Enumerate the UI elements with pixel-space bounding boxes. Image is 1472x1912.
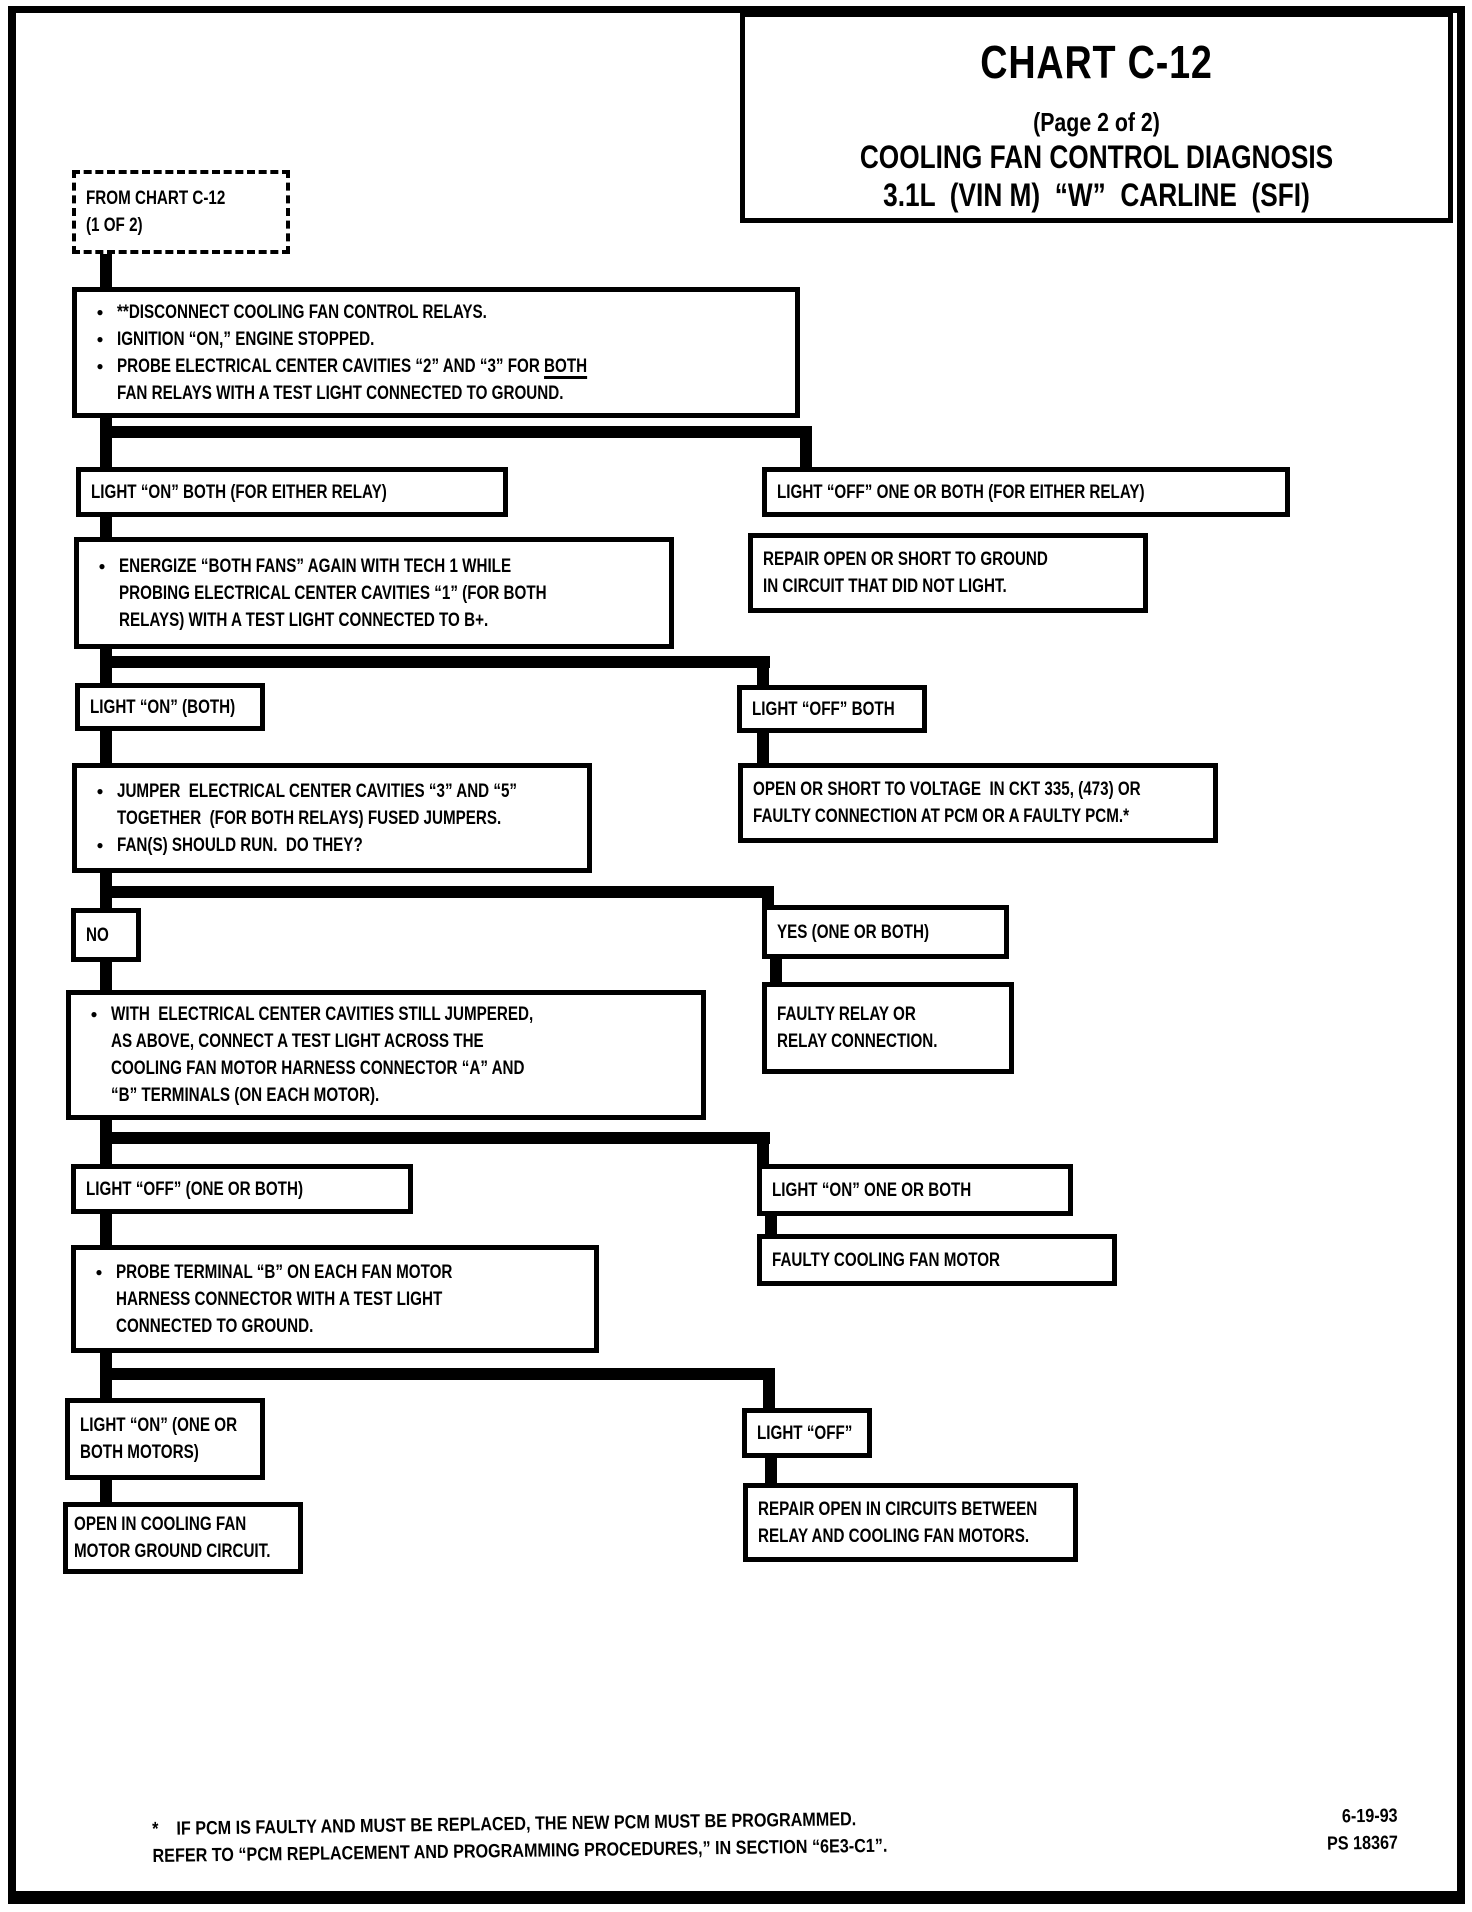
decision-no: NO: [71, 908, 141, 962]
connector-line: [800, 426, 812, 471]
connector-line: [100, 958, 112, 994]
result-open-in-ground-circuit: OPEN IN COOLING FAN MOTOR GROUND CIRCUIT…: [63, 1502, 303, 1574]
date-stamp: 6-19-93: [1341, 1805, 1398, 1828]
instruction-item: PROBE ELECTRICAL CENTER CAVITIES “2” AND…: [83, 353, 785, 407]
connector-line: [100, 250, 112, 290]
decision-light-on-one-or-both: LIGHT “ON” ONE OR BOTH: [757, 1164, 1073, 1216]
page-border: [8, 6, 1465, 1904]
document-number: PS 18367: [1326, 1832, 1398, 1855]
decision-light-off-one-or-both-relays: LIGHT “OFF” ONE OR BOTH (FOR EITHER RELA…: [762, 467, 1290, 517]
action-probe-terminal-b: PROBE TERMINAL “B” ON EACH FAN MOTOR HAR…: [71, 1245, 599, 1353]
connector-line: [765, 1212, 777, 1238]
decision-yes-one-or-both: YES (ONE OR BOTH): [762, 905, 1009, 959]
instruction-item: IGNITION “ON,” ENGINE STOPPED.: [83, 326, 785, 353]
from-chart-node: FROM CHART C-12 (1 OF 2): [72, 170, 290, 254]
instruction-item: JUMPER ELECTRICAL CENTER CAVITIES “3” AN…: [83, 778, 577, 832]
chart-subtitle: COOLING FAN CONTROL DIAGNOSIS: [859, 139, 1334, 175]
start-instructions-box: **DISCONNECT COOLING FAN CONTROL RELAYS.…: [72, 287, 800, 418]
instruction-item: PROBE TERMINAL “B” ON EACH FAN MOTOR HAR…: [82, 1259, 584, 1340]
decision-light-on-both-relays: LIGHT “ON” BOTH (FOR EITHER RELAY): [76, 467, 508, 517]
connector-line: [100, 1368, 770, 1380]
connector-line: [763, 1368, 775, 1412]
instruction-item: WITH ELECTRICAL CENTER CAVITIES STILL JU…: [77, 1001, 691, 1109]
action-energize-both-fans: ENERGIZE “BOTH FANS” AGAIN WITH TECH 1 W…: [74, 537, 674, 649]
connector-line: [100, 426, 812, 438]
title-box: CHART C-12 (Page 2 of 2) COOLING FAN CON…: [740, 12, 1453, 223]
instruction-item: FAN(S) SHOULD RUN. DO THEY?: [83, 832, 577, 859]
connector-line: [100, 656, 770, 668]
instruction-item: **DISCONNECT COOLING FAN CONTROL RELAYS.: [83, 299, 785, 326]
chart-engine-line: 3.1L (VIN M) “W” CARLINE (SFI): [883, 177, 1310, 213]
connector-line: [757, 729, 769, 767]
result-faulty-relay-or-connection: FAULTY RELAY OR RELAY CONNECTION.: [762, 982, 1014, 1074]
connector-line: [100, 727, 112, 767]
underlined-word: BOTH: [544, 355, 588, 377]
footnote-reference: 6-19-93 PS 18367: [1313, 1803, 1397, 1858]
result-faulty-cooling-fan-motor: FAULTY COOLING FAN MOTOR: [757, 1234, 1117, 1286]
decision-light-off-one-or-both: LIGHT “OFF” (ONE OR BOTH): [71, 1164, 413, 1214]
connector-line: [765, 1454, 777, 1487]
connector-line: [770, 955, 782, 986]
connector-line: [100, 415, 112, 471]
action-connect-test-light-across-motor: WITH ELECTRICAL CENTER CAVITIES STILL JU…: [66, 990, 706, 1120]
connector-line: [100, 1132, 770, 1144]
instruction-item: ENERGIZE “BOTH FANS” AGAIN WITH TECH 1 W…: [85, 553, 659, 634]
decision-light-off: LIGHT “OFF”: [742, 1408, 872, 1458]
connector-line: [757, 1132, 769, 1168]
chart-page-number: (Page 2 of 2): [1033, 107, 1160, 137]
footnote-text: * IF PCM IS FAULTY AND MUST BE REPLACED,…: [152, 1809, 888, 1867]
decision-light-off-both: LIGHT “OFF” BOTH: [737, 685, 927, 733]
connector-line: [762, 886, 774, 910]
decision-light-on-one-or-both-motors: LIGHT “ON” (ONE OR BOTH MOTORS): [65, 1398, 265, 1480]
connector-line: [100, 886, 770, 898]
connector-line: [757, 656, 769, 689]
connector-line: [100, 1210, 112, 1249]
connector-line: [100, 513, 112, 541]
from-chart-text: FROM CHART C-12 (1 OF 2): [86, 188, 226, 236]
result-open-short-voltage-ckt335: OPEN OR SHORT TO VOLTAGE IN CKT 335, (47…: [738, 763, 1218, 843]
chart-title: CHART C-12: [980, 36, 1213, 88]
decision-light-on-both: LIGHT “ON” (BOTH): [75, 683, 265, 731]
connector-line: [100, 1476, 112, 1506]
result-repair-open-relay-to-motors: REPAIR OPEN IN CIRCUITS BETWEEN RELAY AN…: [743, 1483, 1078, 1562]
action-jumper-cavities: JUMPER ELECTRICAL CENTER CAVITIES “3” AN…: [72, 763, 592, 873]
result-repair-open-short-ground: REPAIR OPEN OR SHORT TO GROUND IN CIRCUI…: [748, 533, 1148, 613]
